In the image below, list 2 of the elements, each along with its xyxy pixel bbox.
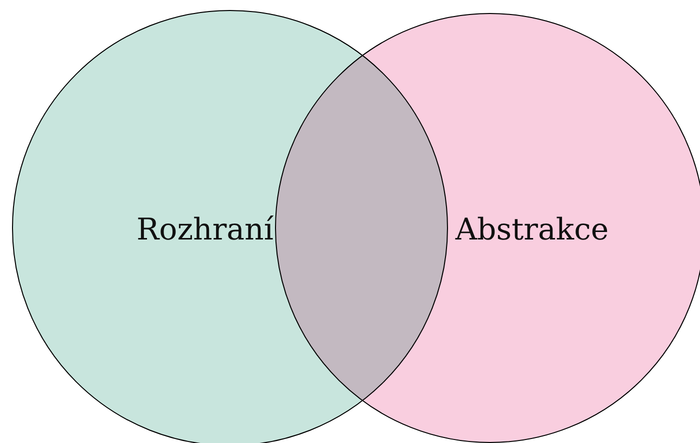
set-label: Abstrakce bbox=[455, 212, 609, 248]
set-label: Rozhraní bbox=[136, 212, 274, 248]
